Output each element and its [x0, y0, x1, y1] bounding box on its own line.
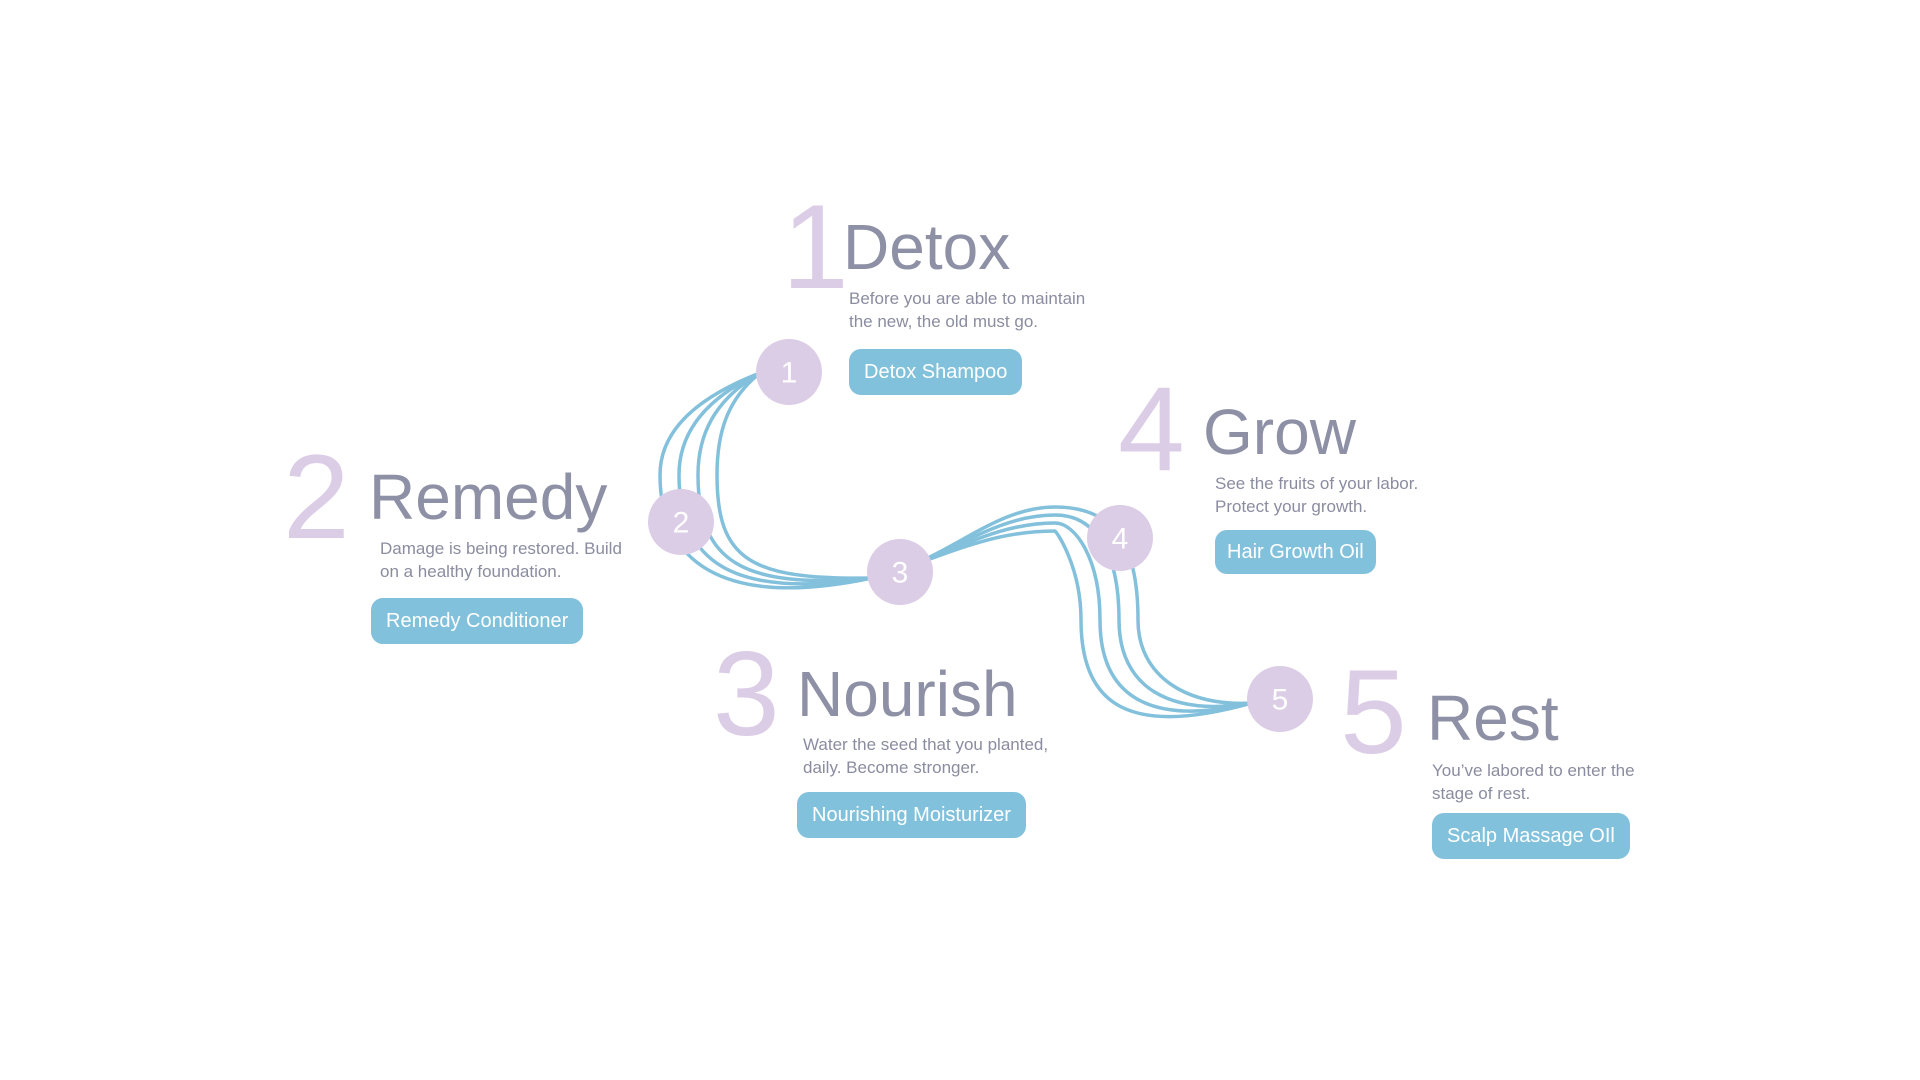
step-1-description: Before you are able to maintain the new,…: [849, 289, 1086, 331]
step-2-title: Remedy: [369, 461, 608, 533]
step-node-label: 4: [1112, 523, 1129, 556]
step-node-2: [648, 489, 714, 555]
detox-shampoo-button[interactable]: Detox Shampoo: [849, 349, 1023, 395]
step-node-5: [1247, 666, 1313, 732]
path-line-1-3: [677, 371, 873, 586]
step-node-label: 1: [781, 357, 798, 390]
path-line-1-3: [658, 371, 873, 590]
step-4-title: Grow: [1203, 396, 1356, 468]
step-5-big-number: 5: [1340, 645, 1407, 779]
step-3-title: Nourish: [797, 658, 1018, 730]
step-1-title: Detox: [843, 211, 1011, 283]
step-node-3: [867, 539, 933, 605]
step-5-description: You’ve labored to enter the stage of res…: [1432, 761, 1635, 803]
step-2-big-number: 2: [283, 430, 350, 564]
path-line-3-5: [899, 529, 1253, 719]
path-line-1-3: [715, 371, 873, 580]
step-3-description: Water the seed that you planted, daily. …: [803, 735, 1049, 777]
step-node-4: [1087, 505, 1153, 571]
step-node-label: 5: [1272, 684, 1289, 717]
step-node-label: 3: [892, 557, 909, 590]
hair-growth-oil-button[interactable]: Hair Growth Oil: [1215, 530, 1376, 574]
step-2-description: Damage is being restored. Build on a hea…: [380, 539, 622, 581]
nourishing-moisturizer-button[interactable]: Nourishing Moisturizer: [797, 792, 1026, 838]
step-4-big-number: 4: [1118, 362, 1185, 496]
step-5-title: Rest: [1427, 682, 1559, 754]
step-3-big-number: 3: [713, 627, 780, 761]
scalp-massage-oil-button[interactable]: Scalp Massage OIl: [1432, 813, 1630, 859]
remedy-conditioner-button[interactable]: Remedy Conditioner: [371, 598, 584, 644]
step-node-label: 2: [673, 507, 690, 540]
step-node-1: [756, 339, 822, 405]
path-line-3-5: [899, 521, 1253, 713]
step-1-big-number: 1: [782, 180, 849, 314]
step-4-description: See the fruits of your labor. Protect yo…: [1215, 474, 1419, 516]
